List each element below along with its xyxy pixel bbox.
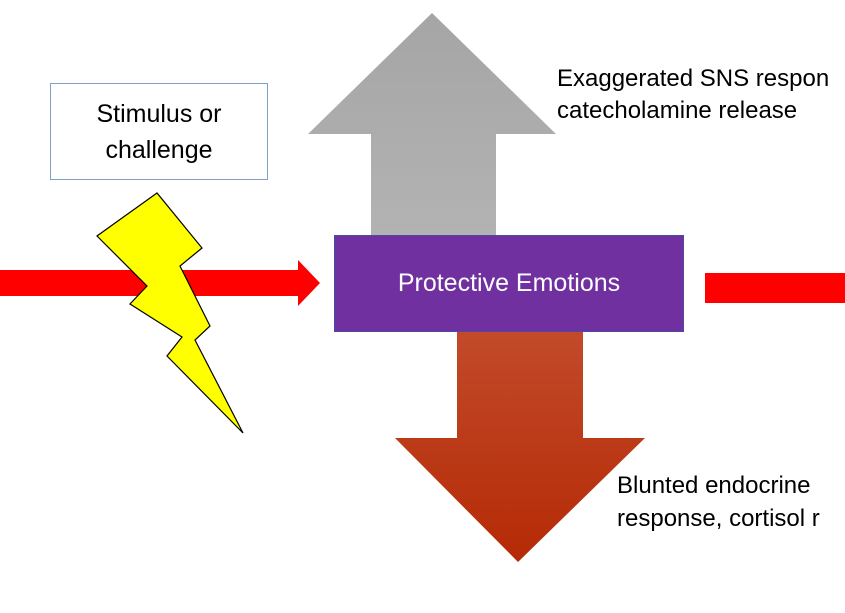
protective-emotions-box: Protective Emotions <box>334 235 684 332</box>
stimulus-box: Stimulus or challenge <box>50 83 268 180</box>
lightning-bolt-icon <box>96 192 244 434</box>
lower-label-line1: Blunted endocrine <box>617 472 811 499</box>
up-arrow-icon <box>308 13 556 236</box>
protective-emotions-label: Protective Emotions <box>397 269 621 297</box>
right-arrow-icon <box>298 260 320 306</box>
output-arrow <box>705 273 845 303</box>
lower-label-line2: response, cortisol r <box>617 505 820 532</box>
stimulus-line1: Stimulus or <box>96 99 222 128</box>
down-arrow-icon <box>395 332 645 562</box>
stimulus-line2: challenge <box>105 135 213 164</box>
upper-label-line2: catecholamine release <box>557 97 798 124</box>
upper-label-line1: Exaggerated SNS respon <box>557 65 830 92</box>
